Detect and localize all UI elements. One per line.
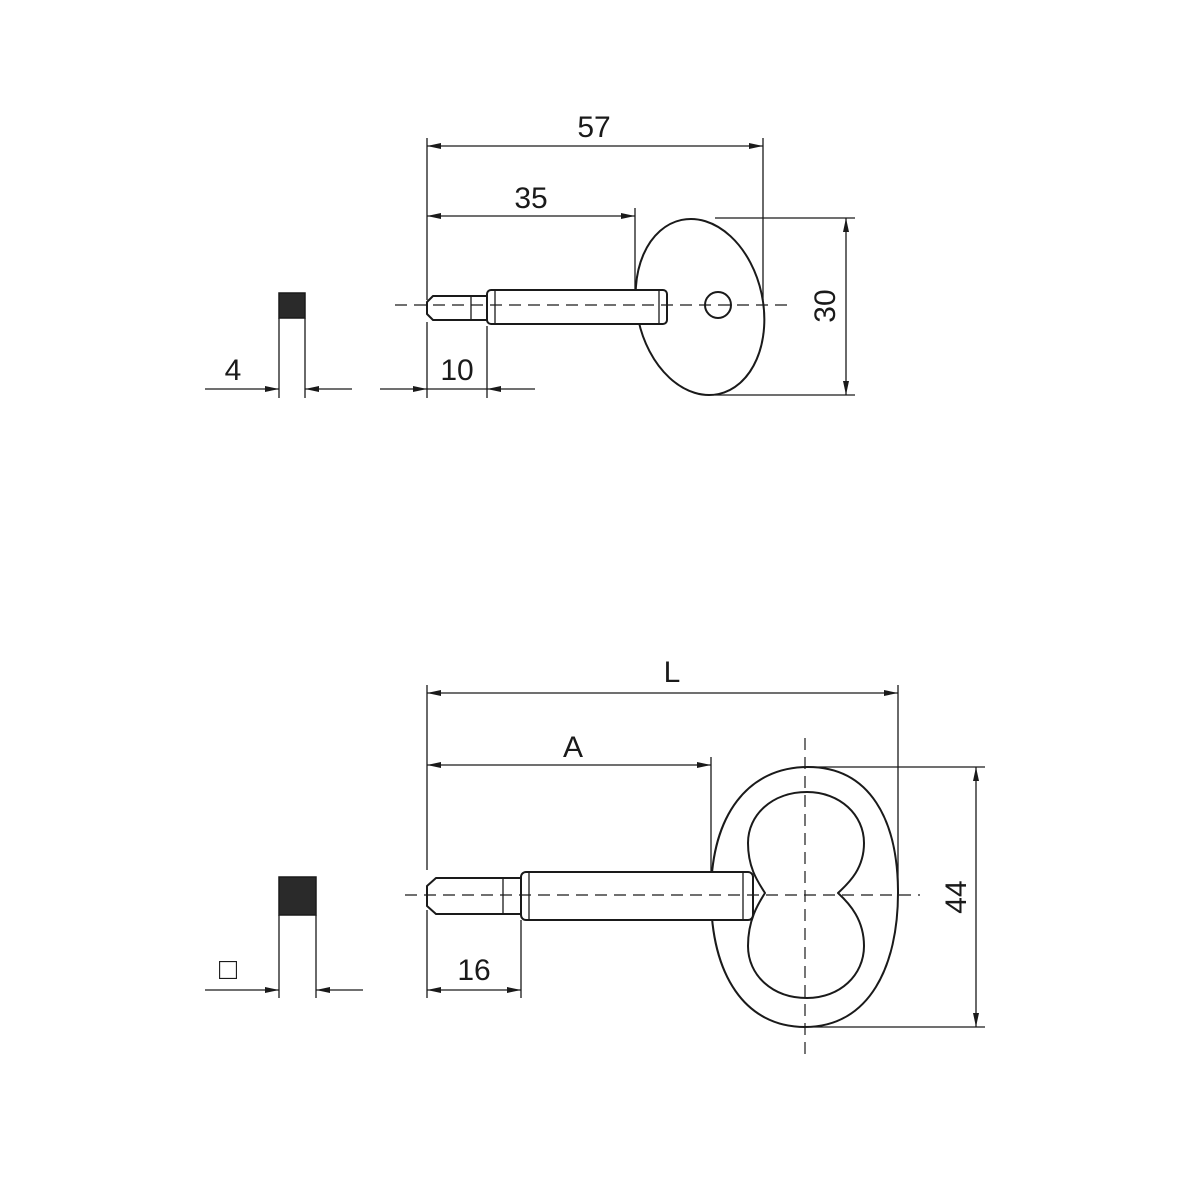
dim-total-length: 57 [577, 111, 610, 144]
dim-shank-length: 35 [514, 182, 547, 215]
dim-tip-length-10: 10 [380, 322, 535, 398]
dim-square-size: 4 [225, 354, 242, 387]
dim-shank-length-A: A [427, 731, 712, 872]
top-key-tip [426, 295, 488, 321]
dim-tip-length-label: 16 [457, 954, 490, 987]
dim-shank-length-35: 35 [427, 182, 636, 290]
dim-square-symbol: □ [219, 953, 238, 986]
dim-total-length-L: L [426, 656, 899, 893]
top-key-view: 4 57 35 [205, 111, 855, 398]
dim-head-height: 30 [809, 289, 842, 322]
bottom-key-body [405, 738, 920, 1055]
dim-tip-length-16: 16 [426, 910, 522, 998]
dim-tip-length: 10 [440, 354, 473, 387]
dim-shank-length-label: A [563, 731, 583, 764]
bottom-key-shank [520, 871, 754, 921]
dim-total-length-label: L [664, 656, 681, 689]
dim-total-length-57: 57 [426, 111, 764, 300]
bottom-square-section: □ [205, 876, 363, 998]
bottom-key-view: □ L A [205, 656, 985, 1055]
top-square-section: 4 [205, 292, 352, 398]
top-key-body [395, 217, 790, 397]
top-key-shank [486, 289, 668, 325]
dim-head-height-30: 30 [715, 217, 855, 396]
dim-head-height-label: 44 [940, 880, 973, 913]
bottom-key-tip [426, 877, 522, 915]
dim-head-height-44: 44 [805, 766, 985, 1028]
